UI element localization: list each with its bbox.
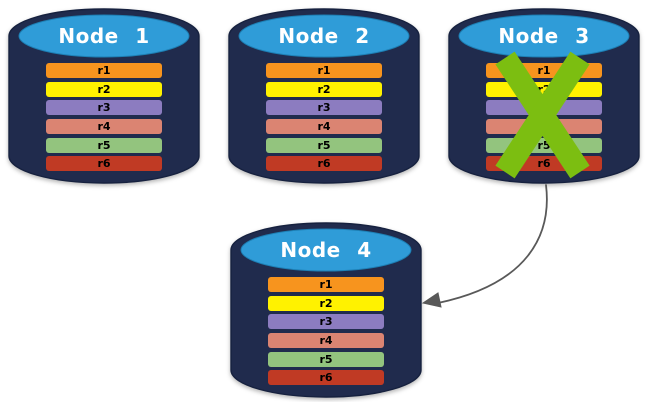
row-r4: r4 — [46, 119, 162, 135]
row-list: r1 r2 r3 r4 r5 r6 — [486, 63, 602, 172]
row-r3: r3 — [266, 100, 382, 116]
node-label: Node 4 — [280, 238, 372, 262]
row-r5: r5 — [266, 137, 382, 153]
row-r2: r2 — [268, 295, 384, 311]
row-r2: r2 — [486, 81, 602, 97]
node-label: Node 3 — [498, 24, 590, 48]
node-3: Node 3 r1 r2 r3 r4 r5 r6 — [448, 8, 640, 184]
row-r5: r5 — [486, 137, 602, 153]
row-r4: r4 — [266, 119, 382, 135]
node-1: Node 1 r1 r2 r3 r4 r5 r6 — [8, 8, 200, 184]
row-r6: r6 — [46, 156, 162, 172]
row-r3: r3 — [268, 314, 384, 330]
node-label: Node 2 — [278, 24, 370, 48]
row-r2: r2 — [266, 81, 382, 97]
row-list: r1 r2 r3 r4 r5 r6 — [46, 63, 162, 172]
row-r5: r5 — [46, 137, 162, 153]
row-r6: r6 — [268, 370, 384, 386]
node-label: Node 1 — [58, 24, 150, 48]
row-r4: r4 — [268, 333, 384, 349]
arrowhead-icon — [421, 292, 442, 308]
row-r3: r3 — [46, 100, 162, 116]
row-r1: r1 — [268, 277, 384, 292]
node-4: Node 4 r1 r2 r3 r4 r5 r6 — [230, 222, 422, 398]
row-list: r1 r2 r3 r4 r5 r6 — [268, 277, 384, 386]
row-list: r1 r2 r3 r4 r5 r6 — [266, 63, 382, 172]
row-r1: r1 — [486, 63, 602, 78]
row-r6: r6 — [486, 156, 602, 172]
row-r4: r4 — [486, 119, 602, 135]
row-r3: r3 — [486, 100, 602, 116]
row-r2: r2 — [46, 81, 162, 97]
row-r5: r5 — [268, 351, 384, 367]
row-r1: r1 — [266, 63, 382, 78]
row-r1: r1 — [46, 63, 162, 78]
row-r6: r6 — [266, 156, 382, 172]
node-2: Node 2 r1 r2 r3 r4 r5 r6 — [228, 8, 420, 184]
